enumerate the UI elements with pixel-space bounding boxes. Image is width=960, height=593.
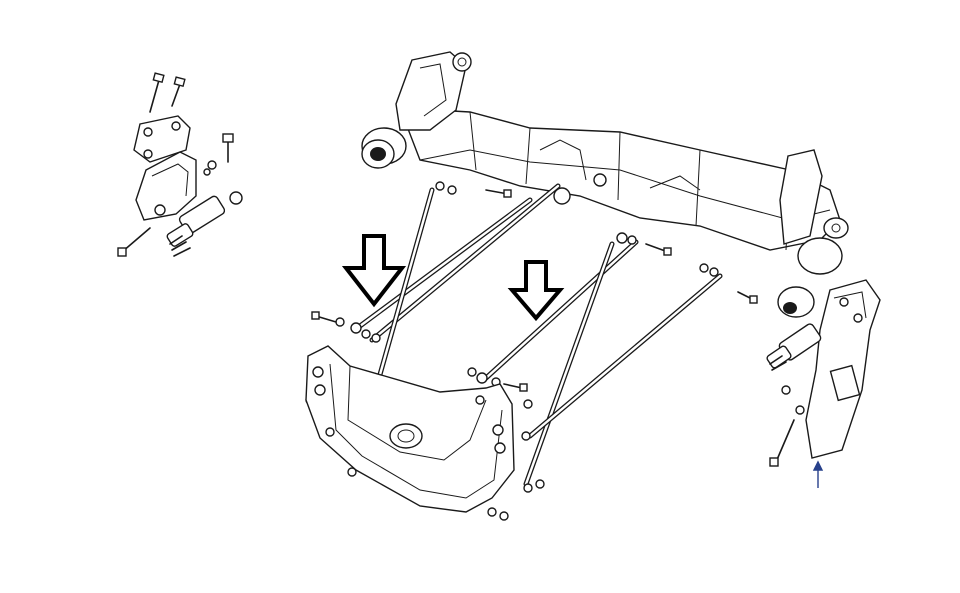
- inset-small-bolt: [222, 133, 234, 163]
- rod-middle: [483, 239, 639, 381]
- inset-lower-bracket: [135, 151, 197, 221]
- right-bushing-lower: [777, 286, 815, 318]
- suspension-rods: [357, 183, 723, 487]
- rod-center-long: [523, 241, 615, 487]
- inset-bolt-1: [149, 72, 165, 113]
- rod-long-vertical-left: [367, 187, 435, 413]
- inset-bracket-assembly: [117, 72, 243, 257]
- right-long-bolt: [775, 419, 795, 463]
- rod-upper-second: [369, 183, 561, 343]
- down-arrow-left: [341, 234, 407, 308]
- left-beam-turret: [395, 51, 467, 131]
- inset-bolt-2: [171, 76, 186, 107]
- right-mount-bracket: [766, 279, 881, 467]
- lower-cradle-frame: [305, 345, 515, 513]
- down-arrow-right: [507, 260, 565, 322]
- left-bushing: [361, 127, 407, 169]
- pointer-arrow-bottom-right: [812, 460, 824, 488]
- rod-lower-right: [527, 273, 723, 439]
- right-beam-turret: [779, 149, 823, 245]
- right-shock-absorber: [766, 323, 822, 371]
- inset-shock-absorber: [166, 191, 243, 257]
- rear-cross-beam: [361, 51, 849, 275]
- right-bushing: [797, 217, 849, 275]
- rod-upper-left: [357, 197, 533, 329]
